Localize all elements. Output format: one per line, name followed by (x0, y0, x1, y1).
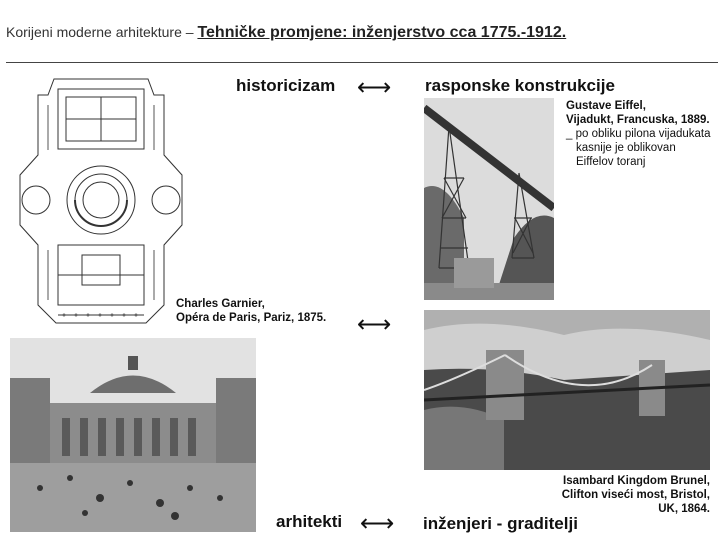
eiffel-note: _ po obliku pilona vijadukata kasnije je… (566, 127, 718, 169)
slide-header: Korijeni moderne arhitekture – Tehničke … (6, 24, 566, 42)
slide-title: Korijeni moderne arhitekture – (6, 24, 194, 40)
label-arhitekti: arhitekti (276, 512, 343, 531)
clifton-bridge-image (424, 310, 710, 470)
arrow-middle: ⟷ (357, 310, 392, 338)
slide-subtitle: Tehničke promjene: inženjerstvo cca 1775… (197, 24, 567, 41)
brunel-caption-line3: UK, 1864. (658, 503, 710, 515)
opera-de-paris-image (10, 338, 256, 532)
brunel-caption-line2: Clifton viseći most, Bristol, (561, 489, 710, 501)
brunel-caption: Isambard Kingdom Brunel, Clifton viseći … (540, 474, 710, 516)
arrow-top: ⟷ (357, 73, 392, 101)
garnier-caption: Charles Garnier, Opéra de Paris, Pariz, … (176, 297, 356, 325)
arrow-bottom: ⟷ (360, 509, 395, 537)
eiffel-note-line1: _ po obliku pilona vijadukata (566, 128, 711, 140)
eiffel-caption: Gustave Eiffel, Vijadukt, Francuska, 188… (566, 99, 718, 127)
label-historicizam: historicizam (236, 76, 336, 95)
garnier-caption-line1: Charles Garnier, (176, 298, 265, 310)
label-inzenjeri-graditelji: inženjeri - graditelji (423, 514, 578, 533)
header-divider (6, 62, 718, 63)
brunel-caption-line1: Isambard Kingdom Brunel, (563, 475, 710, 487)
eiffel-note-line3: Eiffelov toranj (576, 156, 646, 168)
garnier-caption-line2: Opéra de Paris, Pariz, 1875. (176, 312, 327, 324)
eiffel-note-line2: kasnije je oblikovan (576, 142, 676, 154)
label-rasponske-konstrukcije: rasponske konstrukcije (425, 76, 615, 95)
eiffel-caption-line1: Gustave Eiffel, (566, 100, 646, 112)
opera-floor-plan-image (14, 75, 188, 327)
eiffel-caption-line2: Vijadukt, Francuska, 1889. (566, 114, 710, 126)
eiffel-viaduct-image (424, 98, 554, 300)
